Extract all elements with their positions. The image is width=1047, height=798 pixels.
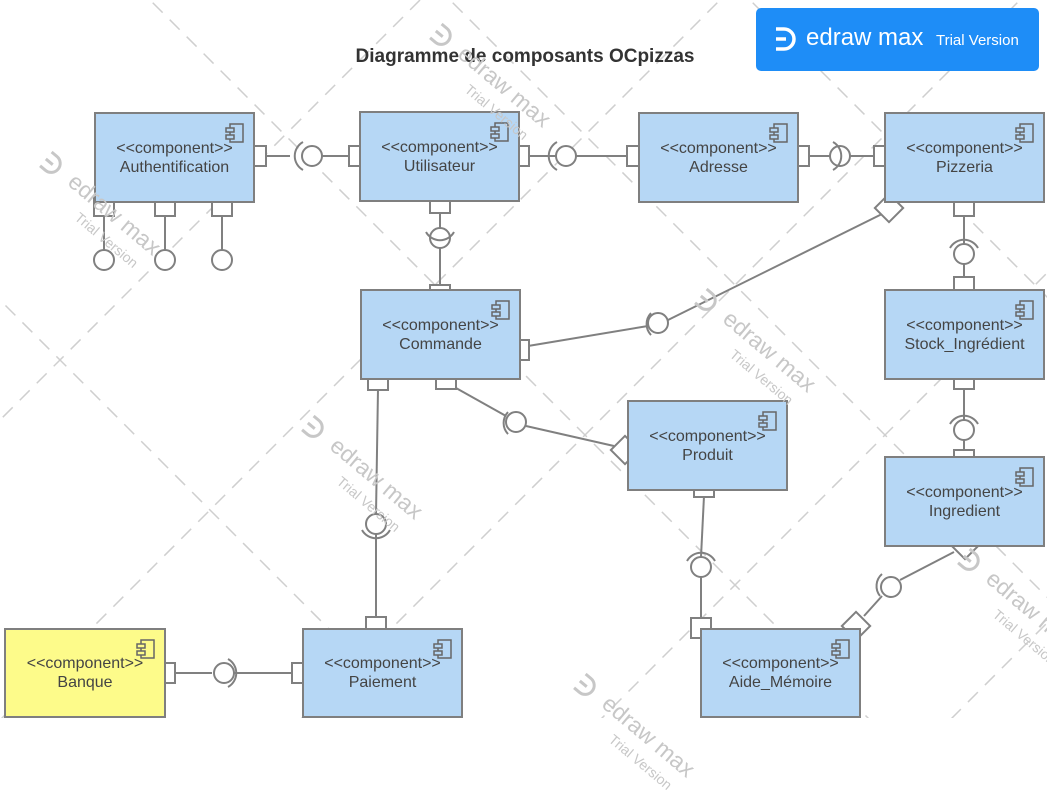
provided-interfaces <box>93 145 975 684</box>
stereotype-label: <<component>> <box>906 139 1023 157</box>
edraw-logo-icon <box>776 27 796 51</box>
component-name: Produit <box>682 446 733 464</box>
component-icon <box>225 123 244 143</box>
component-name: Aide_Mémoire <box>728 674 833 691</box>
component-ingredient[interactable]: <<component>> Ingredient <box>884 456 1045 547</box>
watermark-trial: Trial Version <box>605 730 676 793</box>
component-aide-memoire[interactable]: <<component>> Aide_Mémoire <box>700 628 861 718</box>
component-icon <box>491 300 510 320</box>
stereotype-label: <<component>> <box>649 427 766 445</box>
component-commande[interactable]: <<component>> Commande <box>360 289 521 380</box>
component-banque[interactable]: <<component>> Banque <box>4 628 166 718</box>
stereotype-label: <<component>> <box>660 139 777 157</box>
component-icon <box>490 122 509 142</box>
component-icon <box>1015 123 1034 143</box>
component-name: Commande <box>399 335 482 353</box>
component-icon <box>831 639 850 659</box>
component-name: Adresse <box>689 158 748 176</box>
component-name: Pizzeria <box>936 158 993 176</box>
component-name: Utilisateur <box>403 157 476 175</box>
component-icon <box>433 639 452 659</box>
badge-brand: edraw max <box>806 24 924 51</box>
stereotype-label: <<component>> <box>906 483 1023 501</box>
required-sockets <box>227 141 979 688</box>
component-pizzeria[interactable]: <<component>> Pizzeria <box>884 112 1045 203</box>
component-icon <box>1015 467 1034 487</box>
component-icon <box>758 411 777 431</box>
stereotype-label: <<component>> <box>381 138 498 156</box>
component-adresse[interactable]: <<component>> Adresse <box>638 112 799 203</box>
component-name: Banque <box>57 674 113 691</box>
component-authentification[interactable]: <<component>> Authentification <box>94 112 255 203</box>
connectors <box>103 155 965 674</box>
trial-badge[interactable]: edraw max Trial Version <box>756 8 1039 71</box>
component-name: Paiement <box>348 674 417 691</box>
stereotype-label: <<component>> <box>324 655 441 672</box>
component-paiement[interactable]: <<component>> Paiement <box>302 628 463 718</box>
component-stock-ingredient[interactable]: <<component>> Stock_Ingrédient <box>884 289 1045 380</box>
diagram-title: Diagramme de composants OCpizzas <box>355 46 695 67</box>
stereotype-label: <<component>> <box>382 316 499 334</box>
stereotype-label: <<component>> <box>722 655 839 672</box>
watermark-grid <box>0 0 1047 718</box>
component-name: Ingredient <box>928 502 1001 520</box>
component-icon <box>769 123 788 143</box>
component-icon <box>1015 300 1034 320</box>
stereotype-label: <<component>> <box>906 316 1023 334</box>
stereotype-label: <<component>> <box>116 139 233 157</box>
ports <box>93 145 981 684</box>
badge-trial: Trial Version <box>936 32 1019 49</box>
component-produit[interactable]: <<component>> Produit <box>627 400 788 491</box>
component-name: Authentification <box>119 158 230 176</box>
stereotype-label: <<component>> <box>26 655 144 672</box>
component-utilisateur[interactable]: <<component>> Utilisateur <box>359 111 520 202</box>
component-name: Stock_Ingrédient <box>904 335 1025 353</box>
component-icon <box>136 639 155 659</box>
